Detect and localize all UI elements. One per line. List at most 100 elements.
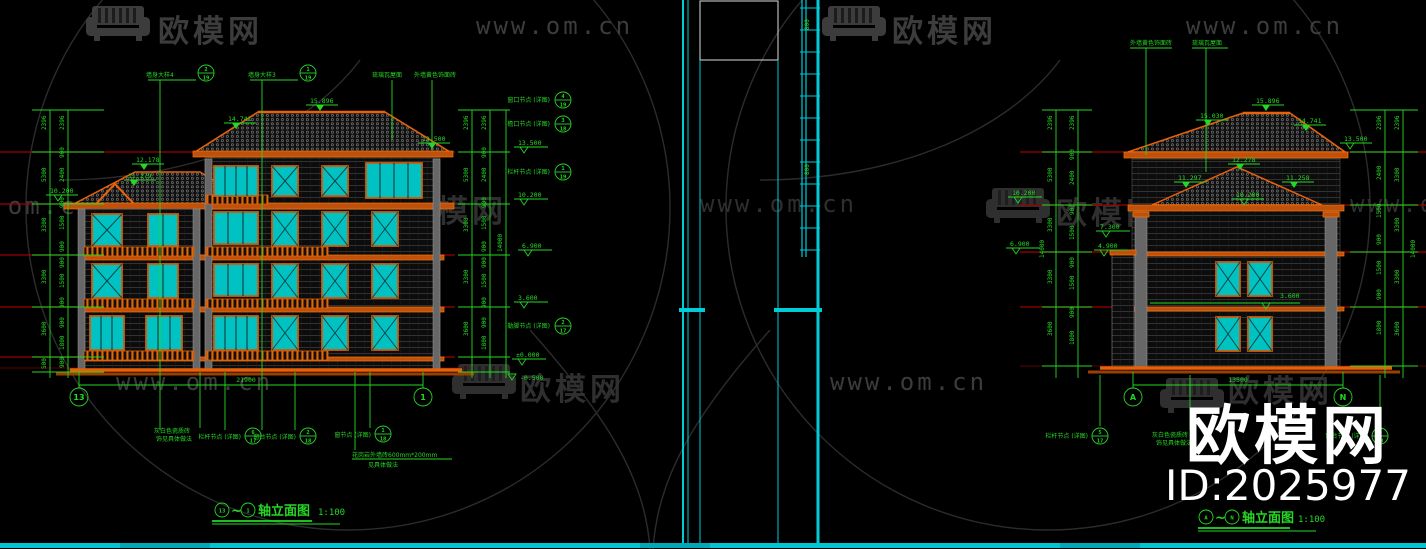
level-text: 15.896: [1256, 97, 1280, 105]
dim-text: 1500: [1069, 225, 1076, 240]
dim-text: 900: [1376, 289, 1383, 300]
level-text: -0.500: [520, 374, 544, 382]
callout-num: 2: [204, 67, 207, 73]
level-text: 15.030: [1200, 112, 1224, 120]
dim-text: 900: [1069, 149, 1076, 160]
dim-text: 2400: [1069, 170, 1076, 185]
callout-label: 窗口节点 (详图): [507, 96, 550, 104]
level-text: 10.200: [50, 187, 74, 195]
level-text: 7.300: [1100, 223, 1120, 231]
right-building: [1088, 111, 1400, 374]
level-text: 12.278: [1232, 156, 1256, 164]
window: [89, 315, 399, 351]
title-axis: 1: [246, 509, 250, 515]
callout-num: 1: [306, 67, 310, 73]
dim-text: 3600: [1394, 321, 1401, 336]
dim-text: 2396: [1047, 115, 1054, 130]
watermark-url: www.om.cn: [700, 190, 857, 218]
callout-sheet: 18: [1377, 439, 1384, 445]
dim-text: 1500: [59, 273, 66, 288]
dim-text: 3300: [463, 217, 470, 232]
window: [91, 263, 399, 299]
sofa-logo-icon: [86, 6, 150, 41]
callout-num: 3: [561, 118, 564, 124]
left-top-annotations: 墙身大样4 2 19 墙身大样3 1 19 琉璃瓦屋面 外墙黄色饰面砖: [146, 64, 456, 430]
callout-label: 栏杆节点 (详图): [1045, 432, 1088, 440]
dim-text: 1500: [481, 215, 488, 230]
drawing-scale: 1:100: [1298, 515, 1325, 525]
level-text: 13.500: [422, 135, 446, 143]
level-text: ±0.000: [516, 351, 540, 359]
callout-label: 栏杆节点 (详图): [507, 168, 550, 176]
axis-bubble: 1: [420, 393, 426, 402]
dim-text: 1500: [1069, 275, 1076, 290]
callout-label: 檐口节点 (详图): [507, 120, 550, 128]
callout-num: 2: [1378, 430, 1381, 436]
dim-text: 900: [1069, 257, 1076, 268]
level-text: 10.200: [518, 191, 542, 199]
note-text: 见具体做法: [368, 461, 398, 469]
dim-total-text: 14000: [1410, 240, 1417, 258]
level-text: 14.741: [1298, 117, 1322, 125]
dim-text: 900: [1069, 204, 1076, 215]
level-text: 4.900: [1098, 242, 1118, 250]
watermark-layer: 欧模网 欧模网 www.om.cn www.om.cn www.om.cn 欧模…: [0, 6, 1426, 413]
callout-num: 2: [561, 320, 564, 326]
right-top-annotations: 外墙黄色饰面砖 琉璃瓦屋面: [1130, 39, 1228, 172]
bottom-separator-bar: [0, 543, 1426, 548]
dim-text: 1500: [1376, 260, 1383, 275]
dim-text: 2396: [1394, 115, 1401, 130]
dim-text: 900: [59, 317, 66, 328]
dim-text: 1800: [1376, 320, 1383, 335]
callout-num: 1: [381, 428, 385, 434]
callout-sheet: 19: [305, 76, 312, 82]
left-dim-chain: 2396 5300 3300 3300 3600 500 2396 900 24…: [32, 109, 104, 378]
roof-material-label: 琉璃瓦屋面: [1192, 39, 1222, 47]
wall-material-label: 外墙黄色饰面砖: [414, 71, 456, 79]
note-text: 饰见具体做法: [156, 435, 192, 443]
dim-text: 900: [1376, 234, 1383, 245]
section-dim: 800: [804, 164, 811, 175]
middle-section-strip: 800 800: [679, 0, 822, 543]
dim-text: 900: [481, 297, 488, 308]
watermark-brand: 欧模网: [520, 372, 625, 408]
axis-bubble: A: [1130, 393, 1137, 402]
title-sep: ~: [1215, 511, 1226, 526]
callout-num: 4: [561, 94, 565, 100]
site-logo-block: 欧模网 ID:2025977: [1165, 400, 1411, 510]
left-bottom-annotations: 21900 13 1 灰白色瓷质砖 饰见具体做法 栏杆节点 (详图) 6 17 …: [69, 372, 452, 525]
site-logo-text: 欧模网: [1186, 400, 1390, 474]
callout-sheet: 18: [560, 127, 567, 133]
dim-text: 1500: [481, 273, 488, 288]
dim-text: 2400: [1376, 165, 1383, 180]
dim-text: 900: [59, 241, 66, 252]
left-building: [56, 110, 474, 376]
right-left-dim-chain: 2396 5300 3300 3300 3600 2396 900 2400 9…: [1039, 109, 1092, 378]
section-dim: 800: [804, 19, 811, 30]
callout-sheet: 18: [305, 439, 312, 445]
callout-num: 2: [306, 430, 309, 436]
title-axis: 13: [219, 509, 226, 515]
dim-text: 900: [1069, 307, 1076, 318]
dim-text: 3300: [1394, 167, 1401, 182]
left-roof-levels: 15.896 14.741 13.500 12.178 11.279 10.20…: [46, 97, 450, 202]
watermark-url: www.om.cn: [1186, 12, 1343, 40]
level-text: 3.600: [1280, 292, 1300, 300]
left-elevation-drawing: 墙身大样4 2 19 墙身大样3 1 19 琉璃瓦屋面 外墙黄色饰面砖 15.8…: [0, 64, 572, 525]
callout-label: 墙身大样3: [248, 71, 276, 79]
level-text: 13.500: [1344, 135, 1368, 143]
dim-text: 1500: [1376, 203, 1383, 218]
window: [213, 162, 423, 199]
note-text: 灰白色瓷质砖: [154, 427, 190, 435]
window: [1215, 261, 1273, 352]
dim-text: 900: [481, 147, 488, 158]
dim-text: 500: [41, 358, 48, 369]
dim-text: 900: [481, 257, 488, 268]
dim-text: 2396: [463, 115, 470, 130]
level-text: 10.200: [1236, 191, 1260, 199]
level-text: 10.200: [1012, 189, 1036, 197]
callout-sheet: 18: [380, 437, 387, 443]
dim-text: 900: [59, 147, 66, 158]
dim-text: 3600: [1047, 321, 1054, 336]
